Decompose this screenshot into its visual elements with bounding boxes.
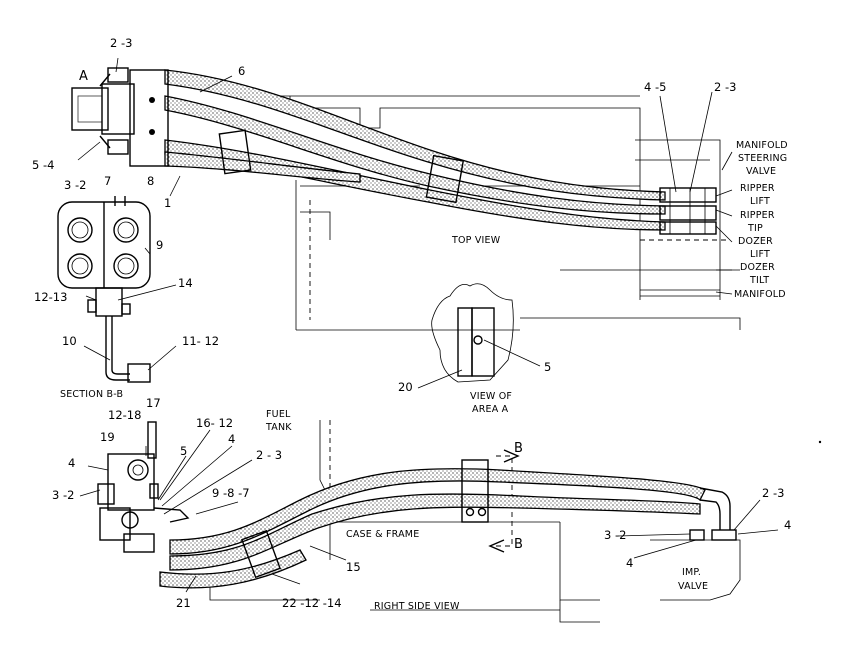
label-4-5: 4 -5	[644, 80, 667, 94]
label-21: 21	[176, 596, 191, 610]
label-ripper-tip: RIPPER	[740, 210, 775, 221]
label-8: 8	[147, 174, 155, 188]
label-1: 1	[164, 196, 172, 210]
label-manifold-bottom: MANIFOLD	[734, 289, 786, 300]
label-12-18: 12-18	[108, 408, 142, 422]
label-5-4: 5 -4	[32, 158, 55, 172]
valve-block-a	[71, 67, 169, 167]
stray-dot	[818, 440, 822, 444]
right-side-valve-block	[97, 421, 190, 553]
label-case-frame: CASE & FRAME	[346, 529, 420, 540]
label-3-2-top: 3 -2	[64, 178, 87, 192]
label-4-side-upper: 4	[228, 432, 236, 446]
label-tilt: TILT	[750, 275, 770, 286]
section-bb-drawing	[57, 196, 177, 383]
label-valve-steering: VALVE	[746, 166, 777, 177]
label-3-2-side-right: 3 -2	[604, 528, 627, 542]
right-side-hoses	[159, 459, 737, 589]
label-2-3-side-right: 2 -3	[762, 486, 785, 500]
label-9-8-7: 9 -8 -7	[212, 486, 250, 500]
label-22-12-14: 22 -12 -14	[282, 596, 342, 610]
label-4-side-left: 4	[68, 456, 76, 470]
label-3-2-side-left: 3 -2	[52, 488, 75, 502]
right-side-leaders	[79, 429, 779, 593]
label-dozer-lift: DOZER	[738, 236, 773, 247]
label-12-13: 12-13	[34, 290, 68, 304]
label-14: 14	[178, 276, 193, 290]
label-4-side-right: 4	[784, 518, 792, 532]
view-of-area-a-drawing	[417, 283, 541, 389]
label-steering: STEERING	[738, 153, 788, 164]
label-2-3-side: 2 - 3	[256, 448, 283, 462]
label-imp-valve: VALVE	[678, 581, 709, 592]
label-2-3-top-right: 2 -3	[714, 80, 737, 94]
label-top-view: TOP VIEW	[452, 235, 501, 246]
label-lift-1: LIFT	[750, 196, 770, 207]
label-5-side: 5	[180, 444, 188, 458]
top-leaders	[77, 57, 733, 295]
label-lift-2: LIFT	[750, 249, 770, 260]
label-fuel: FUEL	[266, 409, 291, 420]
label-b-upper: B	[514, 441, 523, 456]
top-view-frame	[240, 95, 741, 331]
label-15: 15	[346, 560, 361, 574]
label-5-view-a: 5	[544, 360, 552, 374]
label-19: 19	[100, 430, 115, 444]
label-a: A	[79, 69, 88, 84]
label-area-a: AREA A	[472, 404, 509, 415]
label-manifold-top: MANIFOLD	[736, 140, 788, 151]
label-17: 17	[146, 396, 161, 410]
label-imp: IMP.	[682, 567, 702, 578]
label-tip: TIP	[748, 223, 763, 234]
label-ripper-lift-1: RIPPER	[740, 183, 775, 194]
label-right-side-view: RIGHT SIDE VIEW	[374, 601, 460, 612]
label-view-of: VIEW OF	[470, 391, 513, 402]
label-9: 9	[156, 238, 164, 252]
label-20: 20	[398, 380, 413, 394]
label-section-bb: SECTION B-B	[60, 389, 124, 400]
label-6: 6	[238, 64, 246, 78]
label-tank: TANK	[266, 422, 292, 433]
label-4-side-lower: 4	[626, 556, 634, 570]
label-7: 7	[104, 174, 112, 188]
label-dozer-tilt: DOZER	[740, 262, 775, 273]
label-11-12: 11- 12	[182, 334, 220, 348]
label-2-3-top: 2 -3	[110, 36, 133, 50]
label-b-lower: B	[514, 537, 523, 552]
label-16-12: 16- 12	[196, 416, 234, 430]
top-right-connectors	[659, 187, 717, 235]
label-10: 10	[62, 334, 77, 348]
top-view-hoses	[164, 69, 666, 231]
